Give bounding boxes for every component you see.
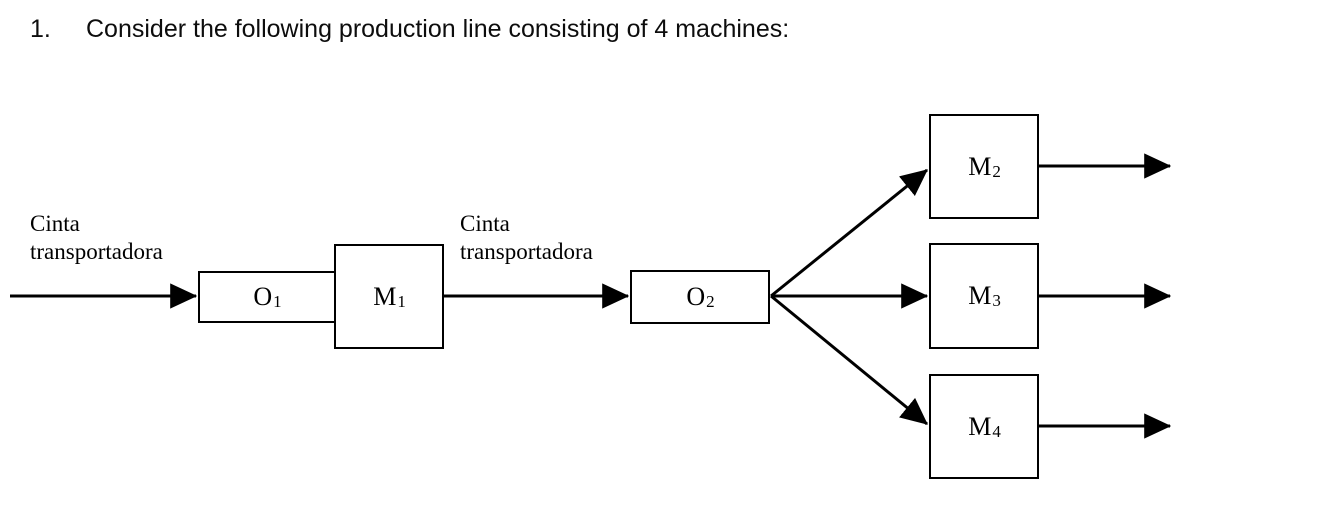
arrow-o2-to-m2 [770,168,928,298]
node-o2-label: O [686,282,706,311]
conveyor-belt-label-2: Cinta transportadora [460,211,593,264]
page-title: 1. Consider the following production lin… [30,14,1230,44]
question-number: 1. [30,15,51,43]
node-m2-label: M [968,151,992,181]
arrow-o2-to-m4 [770,294,928,426]
node-m1-label: M [373,281,397,311]
question-text: Consider the following production line c… [86,15,790,43]
conveyor-belt-label-1: Cinta transportadora [30,211,163,264]
node-m3-label: M [968,281,992,310]
node-m4-label: M [968,411,992,441]
node-o1-label: O [253,282,273,311]
